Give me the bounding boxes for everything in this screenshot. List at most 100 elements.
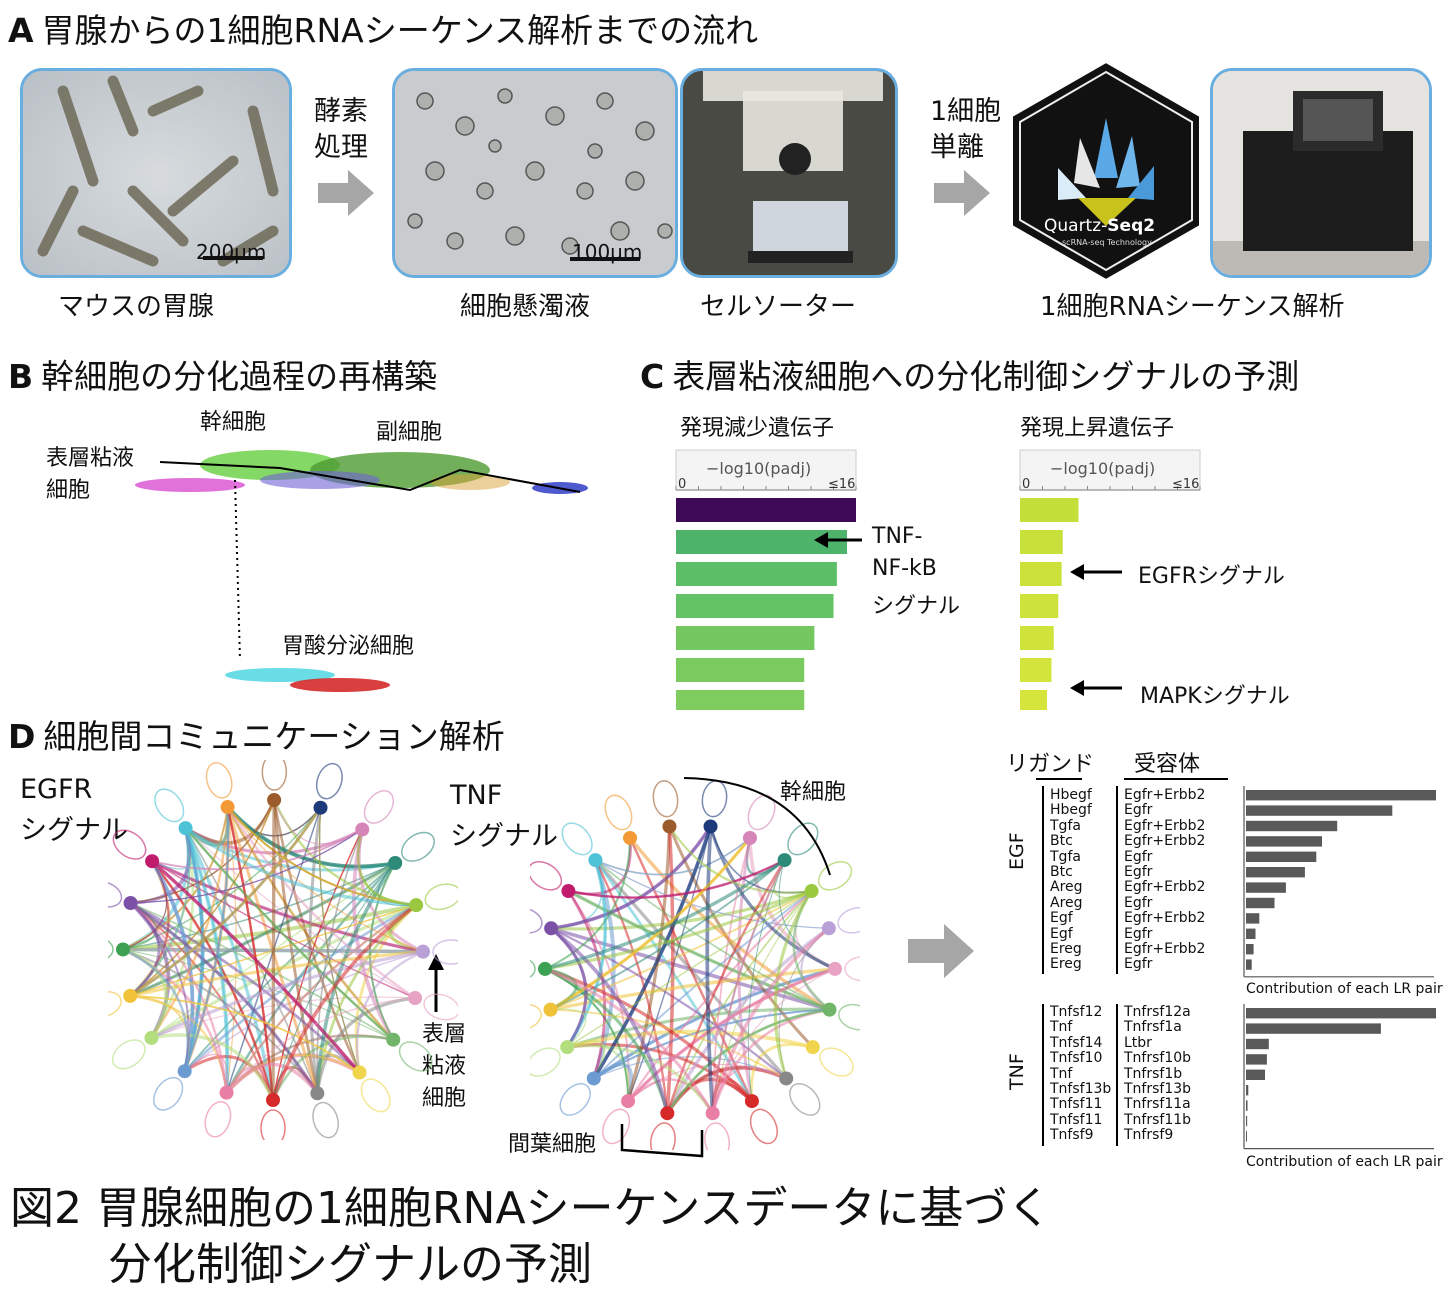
contrib-bar bbox=[1246, 851, 1317, 862]
self-loop bbox=[315, 762, 343, 800]
down-genes-header: 発現減少遺伝子 bbox=[680, 416, 835, 441]
chord-edge bbox=[271, 799, 276, 1101]
egfr-signal-l2: シグナル bbox=[20, 815, 128, 846]
chord-edge bbox=[184, 827, 229, 1093]
chord-edge bbox=[593, 1008, 830, 1080]
mesenchymal-bracket bbox=[620, 1124, 704, 1158]
sequencer-photo bbox=[1210, 68, 1432, 278]
axis-tick-label: 0 bbox=[1022, 477, 1030, 492]
egf-receptor-list: Egfr+Erbb2 Egfr Egfr+Erbb2 Egfr+Erbb2 Eg… bbox=[1124, 787, 1206, 973]
figure-caption-l1: 図2 胃腺細胞の1細胞RNAシーケンスデータに基づく bbox=[10, 1183, 1052, 1234]
tnf-annotation-l2: NF-kB bbox=[872, 556, 937, 581]
chord-edge bbox=[550, 1008, 587, 1048]
chord-edge bbox=[129, 901, 319, 1095]
logo-name-bold: Seq2 bbox=[1107, 216, 1156, 236]
chord-edge bbox=[665, 926, 830, 1115]
chord-edge bbox=[550, 1008, 787, 1080]
chord-edge bbox=[705, 826, 715, 1114]
chord-edge bbox=[226, 806, 275, 1101]
cell-node bbox=[777, 853, 792, 868]
chord-edge bbox=[710, 926, 831, 1114]
chord-edge bbox=[712, 968, 836, 1114]
step-enzyme: 酵素 処理 bbox=[314, 94, 368, 166]
trajectory-plot bbox=[135, 450, 588, 692]
self-loop bbox=[432, 939, 458, 965]
chord-edge bbox=[627, 890, 813, 1102]
cell-node bbox=[144, 1030, 159, 1045]
chord-edge bbox=[627, 1064, 787, 1102]
self-loop bbox=[401, 831, 435, 862]
self-loop bbox=[650, 1122, 676, 1150]
self-loop bbox=[312, 1101, 339, 1139]
self-loop bbox=[530, 860, 563, 891]
caption-cell-sorter: セルソーター bbox=[700, 292, 857, 322]
cell-node bbox=[220, 800, 235, 815]
gastric-gland-illustration bbox=[23, 71, 289, 275]
self-loop bbox=[423, 993, 458, 1021]
egf-contribution-chart bbox=[1243, 786, 1436, 978]
self-loop bbox=[108, 936, 114, 963]
cell-node bbox=[388, 856, 403, 871]
step-isolation: 1細胞 単離 bbox=[930, 94, 1001, 166]
chord-edge bbox=[544, 837, 632, 970]
chord-edge bbox=[567, 889, 831, 1012]
chord-edge bbox=[595, 837, 751, 876]
cell-node bbox=[662, 819, 677, 834]
panel-a-letter: A bbox=[8, 11, 34, 50]
panel-c-title-text: 表層粘液細胞への分化制御シグナルの予測 bbox=[672, 357, 1300, 396]
contrib-bar bbox=[1246, 944, 1254, 955]
contrib-bar bbox=[1246, 928, 1256, 939]
egfr-chord-diagram bbox=[108, 760, 458, 1140]
chord-edge bbox=[315, 996, 416, 1094]
chord-edge bbox=[122, 807, 322, 951]
cell-node bbox=[560, 1040, 575, 1055]
cell-suspension-photo bbox=[392, 68, 678, 278]
chord-edge bbox=[150, 860, 195, 1072]
panel-d-title-text: 細胞間コミュニケーション解析 bbox=[43, 717, 505, 756]
contrib-bar bbox=[1246, 1069, 1265, 1080]
cell-node bbox=[623, 830, 638, 845]
egf-receptor-bracket bbox=[1116, 786, 1118, 974]
tnf-ligand-list: Tnfsf12 Tnf Tnfsf14 Tnfsf10 Tnf Tnfsf13b… bbox=[1050, 1004, 1112, 1144]
cell-node bbox=[538, 961, 553, 976]
self-loop bbox=[530, 1003, 542, 1031]
arrow-left-icon bbox=[814, 532, 862, 548]
self-loop bbox=[153, 1076, 184, 1111]
arrow-left-icon bbox=[1070, 680, 1122, 696]
self-loop bbox=[837, 906, 860, 934]
cell-node bbox=[219, 1085, 234, 1100]
gray-arrow-icon bbox=[934, 170, 990, 216]
up-bar-chart: −log10(padj)0≤16 bbox=[1019, 449, 1201, 710]
tnf-chord-diagram bbox=[530, 780, 860, 1150]
self-loop bbox=[844, 955, 860, 982]
bar bbox=[1020, 562, 1062, 586]
cell-node bbox=[805, 1040, 820, 1055]
label-chief-cell: 副細胞 bbox=[376, 420, 443, 445]
chord-edge bbox=[122, 806, 229, 951]
cell-node bbox=[408, 991, 423, 1006]
bar bbox=[676, 594, 834, 618]
cell-node bbox=[355, 822, 370, 837]
cell-node bbox=[123, 988, 138, 1003]
chord-edge bbox=[544, 858, 786, 971]
label-surface-mucous-l1: 表層粘液 bbox=[46, 446, 135, 471]
cell-node bbox=[544, 921, 559, 936]
cell-node bbox=[310, 1086, 325, 1101]
cell-node bbox=[313, 800, 328, 815]
chord-edge bbox=[544, 889, 813, 971]
logo-name-regular: Quartz- bbox=[1044, 216, 1108, 236]
self-loop bbox=[602, 1108, 631, 1145]
cell-node bbox=[742, 830, 757, 845]
step-isolation-line1: 1細胞 bbox=[930, 96, 1002, 127]
scale-bar-2: 100μm bbox=[572, 240, 643, 264]
axis-label: −log10(padj) bbox=[1050, 459, 1155, 478]
chord-edge bbox=[593, 890, 813, 1080]
chord-edge bbox=[549, 837, 752, 1011]
chord-edge bbox=[130, 995, 361, 1074]
self-loop bbox=[747, 794, 776, 831]
contrib-bar bbox=[1246, 913, 1260, 924]
cell-node bbox=[561, 884, 576, 899]
label-surface-d-l2: 粘液 bbox=[422, 1054, 467, 1079]
